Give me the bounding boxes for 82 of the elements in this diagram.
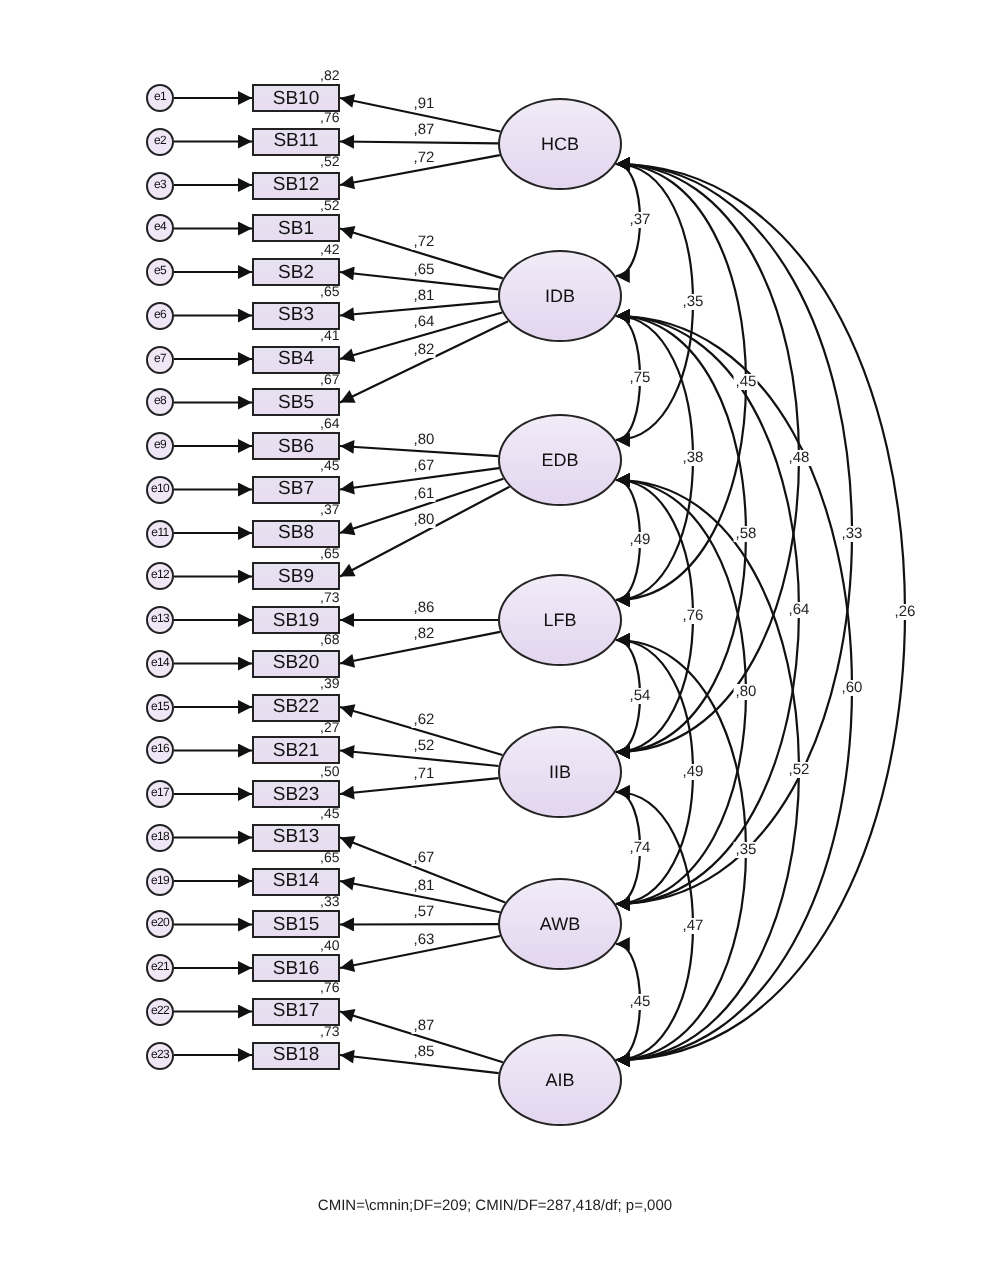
- arrow: [174, 569, 252, 584]
- arrow: [174, 787, 252, 801]
- arrow: [339, 704, 503, 757]
- arrow: [174, 482, 252, 497]
- arrow: [174, 874, 252, 888]
- latent-variable-ellipse: AIB: [498, 1034, 622, 1126]
- arrow: [174, 613, 252, 627]
- observed-variable-box: SB11: [252, 127, 340, 156]
- arrow: [174, 178, 252, 192]
- arrow: [339, 439, 499, 458]
- arrow: [174, 917, 252, 932]
- observed-variable-box: SB16: [252, 954, 340, 982]
- arrow: [615, 636, 747, 1064]
- arrow: [615, 788, 694, 1064]
- arrow: [339, 266, 499, 291]
- arrow: [339, 485, 511, 578]
- latent-variable-ellipse: HCB: [498, 98, 622, 190]
- arrow: [339, 154, 501, 190]
- arrow: [339, 320, 509, 404]
- observed-variable-box: SB19: [252, 606, 340, 634]
- arrow: [339, 876, 501, 914]
- latent-variable-ellipse: LFB: [498, 574, 622, 666]
- arrow: [339, 300, 499, 322]
- arrow: [339, 477, 504, 536]
- arrow: [339, 225, 504, 280]
- observed-variable-box: SB18: [252, 1041, 340, 1069]
- observed-variable-box: SB9: [252, 562, 340, 591]
- latent-variable-ellipse: EDB: [498, 414, 622, 506]
- observed-variable-box: SB2: [252, 258, 340, 286]
- arrow: [339, 1049, 499, 1075]
- latent-variable-ellipse: IDB: [498, 250, 622, 342]
- latent-variable-ellipse: IIB: [498, 726, 622, 818]
- observed-variable-box: SB5: [252, 388, 340, 417]
- arrow: [174, 830, 252, 845]
- observed-variable-box: SB17: [252, 997, 340, 1026]
- arrow: [174, 134, 252, 149]
- observed-variable-box: SB13: [252, 823, 340, 852]
- arrow: [339, 467, 500, 495]
- arrow: [615, 159, 906, 1065]
- arrow: [339, 744, 499, 768]
- observed-variable-box: SB14: [252, 867, 340, 895]
- arrow: [174, 656, 252, 671]
- arrow: [174, 352, 252, 366]
- observed-variable-box: SB4: [252, 345, 340, 373]
- observed-variable-box: SB8: [252, 519, 340, 547]
- arrow: [174, 1048, 252, 1062]
- arrow: [340, 917, 498, 932]
- arrow: [339, 1009, 504, 1064]
- arrow: [174, 700, 252, 714]
- observed-variable-box: SB7: [252, 475, 340, 504]
- arrow: [174, 439, 252, 453]
- arrow: [174, 395, 252, 410]
- arrow: [174, 308, 252, 323]
- arrow: [339, 94, 501, 133]
- observed-variable-box: SB6: [252, 432, 340, 460]
- arrow: [615, 311, 853, 1065]
- observed-variable-box: SB15: [252, 910, 340, 939]
- arrow: [615, 475, 800, 1065]
- observed-variable-box: SB20: [252, 649, 340, 678]
- arrow: [340, 134, 499, 149]
- latent-variable-ellipse: AWB: [498, 878, 622, 970]
- observed-variable-box: SB1: [252, 214, 340, 243]
- observed-variable-box: SB23: [252, 780, 340, 808]
- arrow: [174, 961, 252, 975]
- arrow: [174, 265, 252, 279]
- arrow: [339, 630, 501, 668]
- arrow: [174, 1004, 252, 1019]
- observed-variable-box: SB22: [252, 693, 340, 721]
- arrow: [174, 743, 252, 758]
- arrow: [339, 311, 503, 362]
- observed-variable-box: SB10: [252, 84, 340, 112]
- arrow: [340, 613, 498, 627]
- arrow: [339, 777, 499, 800]
- arrow: [339, 934, 501, 973]
- arrow: [174, 221, 252, 236]
- arrow: [174, 91, 252, 105]
- arrow: [339, 836, 506, 904]
- observed-variable-box: SB12: [252, 171, 340, 199]
- observed-variable-box: SB21: [252, 736, 340, 765]
- arrow: [174, 526, 252, 540]
- observed-variable-box: SB3: [252, 301, 340, 330]
- arrow: [615, 941, 642, 1063]
